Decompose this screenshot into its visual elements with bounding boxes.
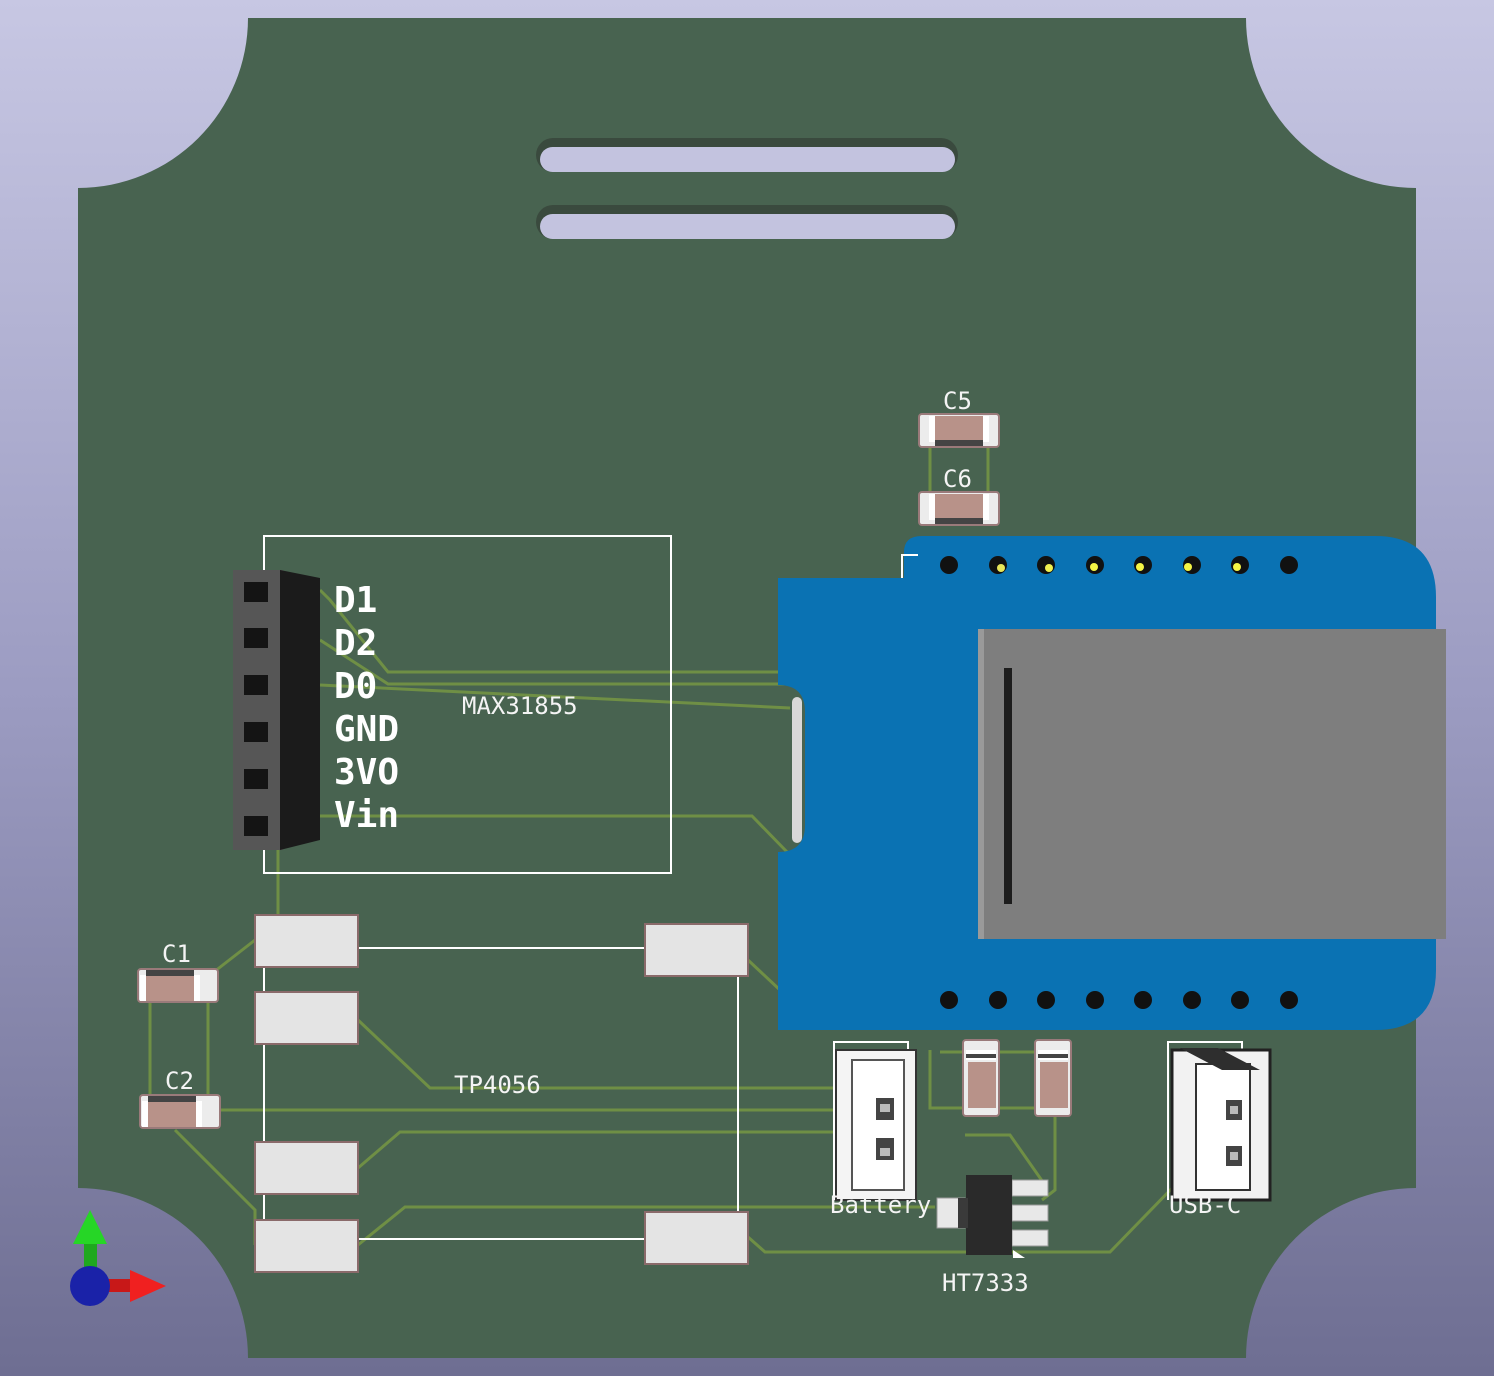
pin-label-d1: D1 [334, 580, 377, 621]
tp4056-outline [263, 947, 739, 1240]
capacitor-c5-label: C5 [943, 387, 972, 415]
pin-label-d0: D0 [334, 666, 377, 707]
arrow-up-green-icon-head [73, 1210, 107, 1244]
pin-label-vin: Vin [334, 795, 399, 836]
usb-shield [978, 629, 1446, 939]
capacitor-c6-label: C6 [943, 465, 972, 493]
pin-label-d2: D2 [334, 623, 377, 664]
copper-traces [148, 446, 1182, 1254]
pin-header[interactable] [233, 570, 320, 850]
usb-c-connector[interactable] [1167, 1041, 1272, 1202]
battery-connector[interactable] [833, 1041, 917, 1201]
pin-label-3vo: 3VO [334, 752, 399, 793]
pin-label-gnd: GND [334, 709, 399, 750]
mounting-slot-top [536, 138, 958, 172]
mcu-bottom-pin-row [940, 991, 1298, 1009]
capacitor-c4[interactable] [1034, 1039, 1072, 1117]
capacitor-c1-label: C1 [162, 940, 191, 968]
capacitor-c2[interactable] [139, 1094, 221, 1129]
tp4056-pads[interactable] [254, 914, 749, 1273]
capacitor-c3[interactable] [962, 1039, 1000, 1117]
max31855-label: MAX31855 [462, 692, 578, 720]
capacitor-c6[interactable] [918, 491, 1000, 526]
arrow-right-red-icon-head [130, 1270, 166, 1302]
capacitor-c2-label: C2 [165, 1067, 194, 1095]
capacitor-c5[interactable] [918, 413, 1000, 448]
axes-gizmo[interactable] [70, 1210, 166, 1306]
ht7333-label: HT7333 [942, 1269, 1029, 1297]
ht7333-regulator[interactable] [936, 1175, 1049, 1258]
mcu-top-pin-row [940, 556, 1298, 574]
mounting-slot-bottom [536, 205, 958, 239]
capacitor-c1[interactable] [137, 968, 219, 1003]
sphere-blue-icon [70, 1266, 110, 1306]
battery-connector-label: Battery [830, 1191, 931, 1219]
usb-c-connector-label: USB-C [1169, 1191, 1241, 1219]
mcu-module[interactable] [778, 536, 1446, 1030]
tp4056-label: TP4056 [454, 1071, 541, 1099]
